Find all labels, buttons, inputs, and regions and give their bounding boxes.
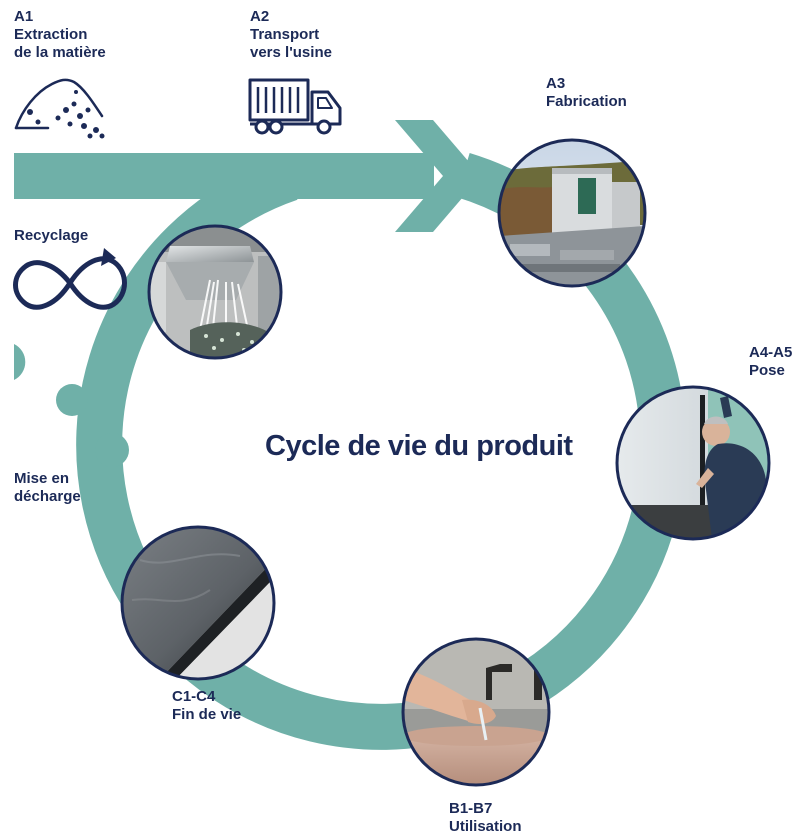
disposal-dot-3 xyxy=(95,433,129,467)
washbasin-photo xyxy=(401,637,551,787)
decharge-label: Mise en décharge xyxy=(14,470,81,506)
stage-c1c4-code: C1-C4 xyxy=(172,688,216,705)
disposal-dot-1 xyxy=(14,344,26,380)
stage-a1-code: A1 xyxy=(14,8,34,25)
recyclage-label: Recyclage xyxy=(14,227,88,245)
stage-a2-label: A2 Transport vers l'usine xyxy=(250,8,332,62)
decharge-line-1: Mise en xyxy=(14,470,70,487)
shredding-photo xyxy=(147,224,283,360)
stage-a2-code: A2 xyxy=(250,8,270,25)
installation-photo xyxy=(615,385,771,541)
stage-b1b7-label: B1-B7 Utilisation xyxy=(449,800,522,836)
stage-a4a5-code: A4-A5 xyxy=(749,344,793,361)
stage-a3-line-1: Fabrication xyxy=(546,93,627,110)
sand-pile-icon xyxy=(14,78,105,139)
stage-c1c4-line-1: Fin de vie xyxy=(172,706,242,723)
stage-a4a5-line-1: Pose xyxy=(749,362,785,379)
diagram-title: Cycle de vie du produit xyxy=(265,430,573,462)
material-closeup-photo xyxy=(120,525,276,681)
stage-b1b7-line-1: Utilisation xyxy=(449,818,522,835)
stage-b1b7-code: B1-B7 xyxy=(449,800,493,817)
stage-a1-line-1: Extraction xyxy=(14,26,88,43)
decharge-line-2: décharge xyxy=(14,488,81,505)
stage-a3-label: A3 Fabrication xyxy=(546,75,627,111)
factory-photo xyxy=(497,138,647,288)
stage-a2-line-2: vers l'usine xyxy=(250,44,332,61)
stage-a1-label: A1 Extraction de la matière xyxy=(14,8,106,62)
infinity-icon xyxy=(13,248,127,310)
stage-a2-line-1: Transport xyxy=(250,26,320,43)
input-arrow-shaft xyxy=(14,153,434,199)
input-arrow-head xyxy=(395,120,481,232)
disposal-dot-2 xyxy=(56,384,88,416)
stage-a4a5-label: A4-A5 Pose xyxy=(749,344,792,380)
stage-a1-line-2: de la matière xyxy=(14,44,106,61)
truck-icon xyxy=(248,78,342,135)
recyclage-line-1: Recyclage xyxy=(14,227,89,244)
cycle-ring xyxy=(76,153,687,750)
stage-c1c4-label: C1-C4 Fin de vie xyxy=(172,688,241,724)
stage-a3-code: A3 xyxy=(546,75,566,92)
